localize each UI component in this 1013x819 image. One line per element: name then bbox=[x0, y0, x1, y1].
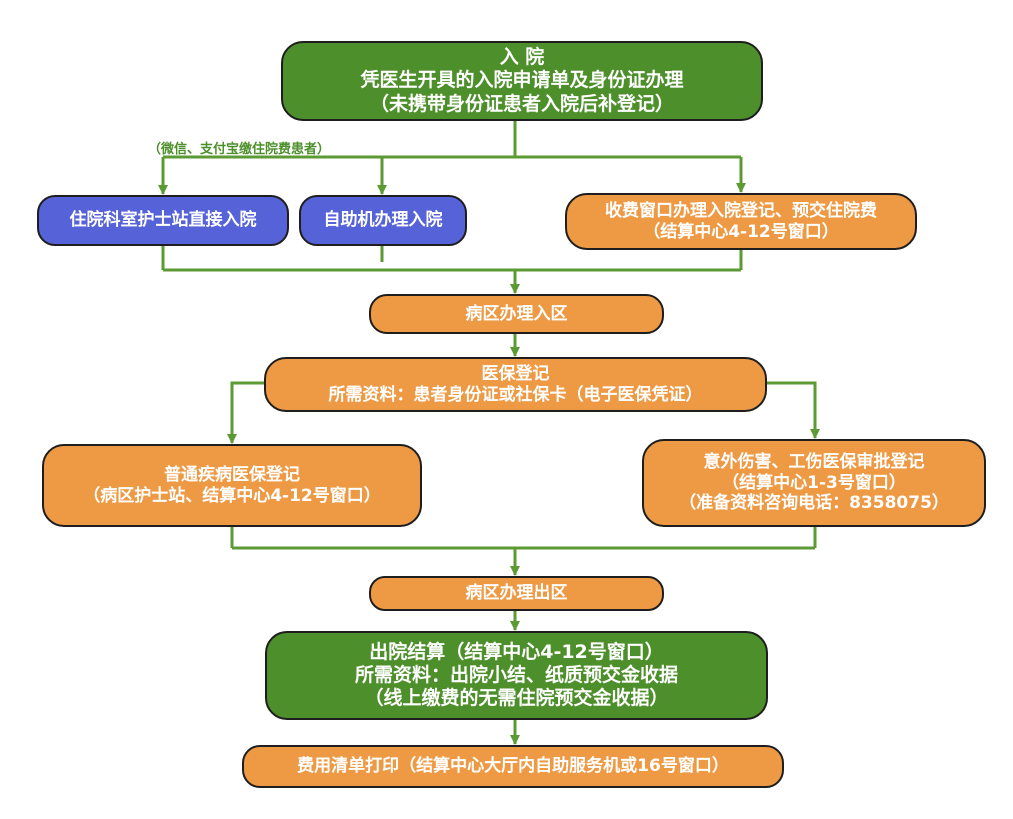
admission-requirement: 凭医生开具的入院申请单及身份证办理 bbox=[360, 69, 684, 92]
arrow-to-injury bbox=[765, 381, 820, 439]
insurance-line1: 医保登记 bbox=[481, 363, 550, 384]
admission-title: 入 院 bbox=[499, 46, 545, 69]
discharge-box: 出院结算（结算中心4-12号窗口） 所需资料：出院小结、纸质预交金收据 （线上缴… bbox=[265, 631, 768, 720]
insurance-box: 医保登记 所需资料：患者身份证或社保卡（电子医保凭证） bbox=[264, 357, 767, 412]
discharge-line2: 所需资料：出院小结、纸质预交金收据 bbox=[354, 663, 678, 686]
arrow-to-regular bbox=[227, 381, 266, 444]
print-box: 费用清单打印（结算中心大厅内自助服务机或16号窗口） bbox=[242, 745, 784, 788]
admission-note: （未携带身份证患者入院后补登记） bbox=[369, 92, 674, 115]
admission-box: 入 院 凭医生开具的入院申请单及身份证办理 （未携带身份证患者入院后补登记） bbox=[281, 41, 763, 121]
kiosk-label: 自助机办理入院 bbox=[323, 210, 443, 231]
regular-insurance-box: 普通疾病医保登记 （病区护士站、结算中心4-12号窗口） bbox=[42, 444, 422, 527]
nurse-station-label: 住院科室护士站直接入院 bbox=[69, 210, 257, 231]
kiosk-box: 自助机办理入院 bbox=[299, 195, 467, 246]
injury-line3: （准备资料咨询电话：8358075） bbox=[679, 493, 949, 514]
ward-in-label: 病区办理入区 bbox=[465, 303, 568, 324]
injury-insurance-box: 意外伤害、工伤医保审批登记 （结算中心1-3号窗口） （准备资料咨询电话：835… bbox=[642, 439, 986, 527]
ward-out-box: 病区办理出区 bbox=[369, 576, 664, 611]
cashier-line1: 收费窗口办理入院登记、预交住院费 bbox=[605, 200, 877, 221]
regular-line1: 普通疾病医保登记 bbox=[164, 464, 300, 485]
injury-line1: 意外伤害、工伤医保审批登记 bbox=[703, 451, 925, 472]
regular-line2: （病区护士站、结算中心4-12号窗口） bbox=[83, 485, 381, 506]
insurance-line2: 所需资料：患者身份证或社保卡（电子医保凭证） bbox=[328, 384, 703, 405]
nurse-station-box: 住院科室护士站直接入院 bbox=[37, 195, 289, 246]
online-payment-note: （微信、支付宝缴住院费患者） bbox=[148, 142, 331, 157]
ward-out-label: 病区办理出区 bbox=[465, 583, 568, 604]
cashier-box: 收费窗口办理入院登记、预交住院费 （结算中心4-12号窗口） bbox=[565, 193, 917, 250]
discharge-line1: 出院结算（结算中心4-12号窗口） bbox=[369, 640, 664, 663]
discharge-line3: （线上缴费的无需住院预交金收据） bbox=[364, 687, 669, 710]
injury-line2: （结算中心1-3号窗口） bbox=[722, 472, 906, 493]
print-label: 费用清单打印（结算中心大厅内自助服务机或16号窗口） bbox=[297, 756, 729, 777]
cashier-line2: （结算中心4-12号窗口） bbox=[643, 221, 839, 242]
ward-in-box: 病区办理入区 bbox=[369, 294, 664, 334]
